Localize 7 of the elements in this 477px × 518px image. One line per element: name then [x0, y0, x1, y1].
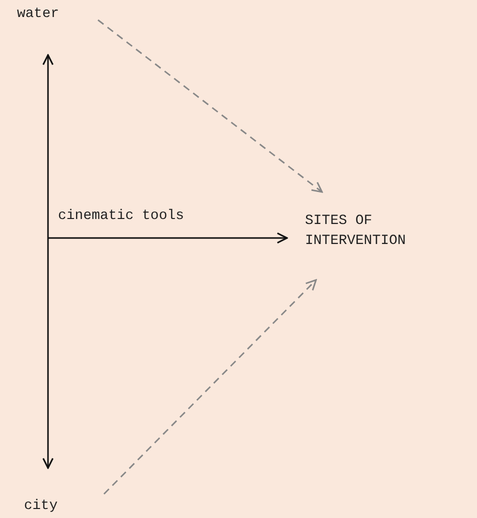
arrow — [48, 232, 288, 244]
node-label: city — [24, 496, 64, 516]
dashed-arrow — [98, 19, 323, 193]
dashed-arrow — [103, 279, 317, 495]
double-arrow — [42, 54, 54, 469]
node-label: water — [17, 4, 67, 24]
node-label: SITES OF INTERVENTION — [305, 211, 455, 251]
